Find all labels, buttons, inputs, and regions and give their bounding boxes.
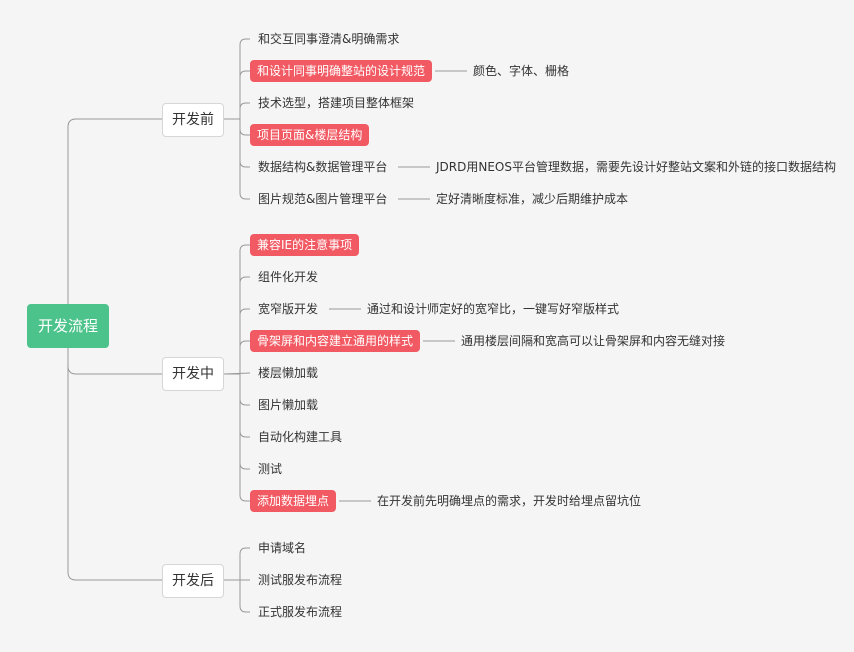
mindmap-item[interactable]: 图片懒加载: [258, 398, 319, 412]
mindmap-item[interactable]: 技术选型，搭建项目整体框架: [258, 96, 415, 110]
mindmap-item[interactable]: 宽窄版开发: [258, 302, 319, 316]
phase-to-item-line: [224, 118, 250, 200]
mindmap-item[interactable]: 楼层懒加载: [258, 366, 319, 380]
highlighted-item[interactable]: 和设计同事明确整站的设计规范: [250, 60, 433, 82]
mindmap-item[interactable]: 和交互同事澄清&明确需求: [258, 32, 400, 46]
phase-to-item-line: [224, 308, 250, 375]
root-to-phase-line: [67, 348, 162, 375]
mindmap-item[interactable]: 自动化构建工具: [258, 430, 343, 444]
phase-to-item-line: [224, 547, 250, 581]
highlighted-item[interactable]: 兼容IE的注意事项: [250, 234, 360, 256]
phase-to-item-line: [224, 244, 250, 375]
mindmap-item[interactable]: 正式服发布流程: [258, 605, 343, 619]
mindmap-item[interactable]: 测试服发布流程: [258, 573, 343, 587]
root-to-phase-line: [67, 348, 162, 581]
highlighted-item[interactable]: 项目页面&楼层结构: [250, 124, 370, 146]
root-to-phase-line: [67, 118, 162, 304]
phase-to-item-line: [224, 102, 250, 120]
mindmap-item[interactable]: 测试: [258, 462, 283, 476]
mindmap-item[interactable]: 图片规范&图片管理平台: [258, 192, 388, 206]
highlighted-item[interactable]: 骨架屏和内容建立通用的样式: [250, 330, 421, 352]
item-note[interactable]: 通用楼层间隔和宽高可以让骨架屏和内容无缝对接: [461, 334, 726, 348]
phase-to-item-line: [224, 373, 250, 502]
phase-before[interactable]: 开发前: [162, 103, 224, 137]
item-note[interactable]: 在开发前先明确埋点的需求，开发时给埋点留坑位: [377, 494, 642, 508]
root-node[interactable]: 开发流程: [27, 304, 109, 348]
phase-after[interactable]: 开发后: [162, 564, 224, 598]
item-note[interactable]: 颜色、字体、栅格: [473, 64, 570, 78]
phase-to-item-line: [224, 276, 250, 375]
item-note[interactable]: 通过和设计师定好的宽窄比，一键写好窄版样式: [367, 302, 620, 316]
mindmap-item[interactable]: 数据结构&数据管理平台: [258, 160, 388, 174]
phase-during[interactable]: 开发中: [162, 357, 224, 391]
mindmap-item[interactable]: 申请域名: [258, 541, 307, 555]
phase-to-item-line: [224, 118, 250, 168]
highlighted-item[interactable]: 添加数据埋点: [250, 490, 337, 512]
phase-to-item-line: [224, 38, 250, 120]
phase-to-item-line: [224, 373, 250, 406]
phase-to-item-line: [224, 579, 250, 613]
item-note[interactable]: 定好清晰度标准，减少后期维护成本: [436, 192, 629, 206]
phase-to-item-line: [224, 118, 250, 136]
phase-to-item-line: [224, 340, 250, 375]
item-note[interactable]: JDRD用NEOS平台管理数据，需要先设计好整站文案和外链的接口数据结构: [436, 160, 836, 174]
phase-to-item-line: [224, 373, 250, 470]
phase-to-item-line: [224, 70, 250, 120]
mindmap-item[interactable]: 组件化开发: [258, 270, 319, 284]
